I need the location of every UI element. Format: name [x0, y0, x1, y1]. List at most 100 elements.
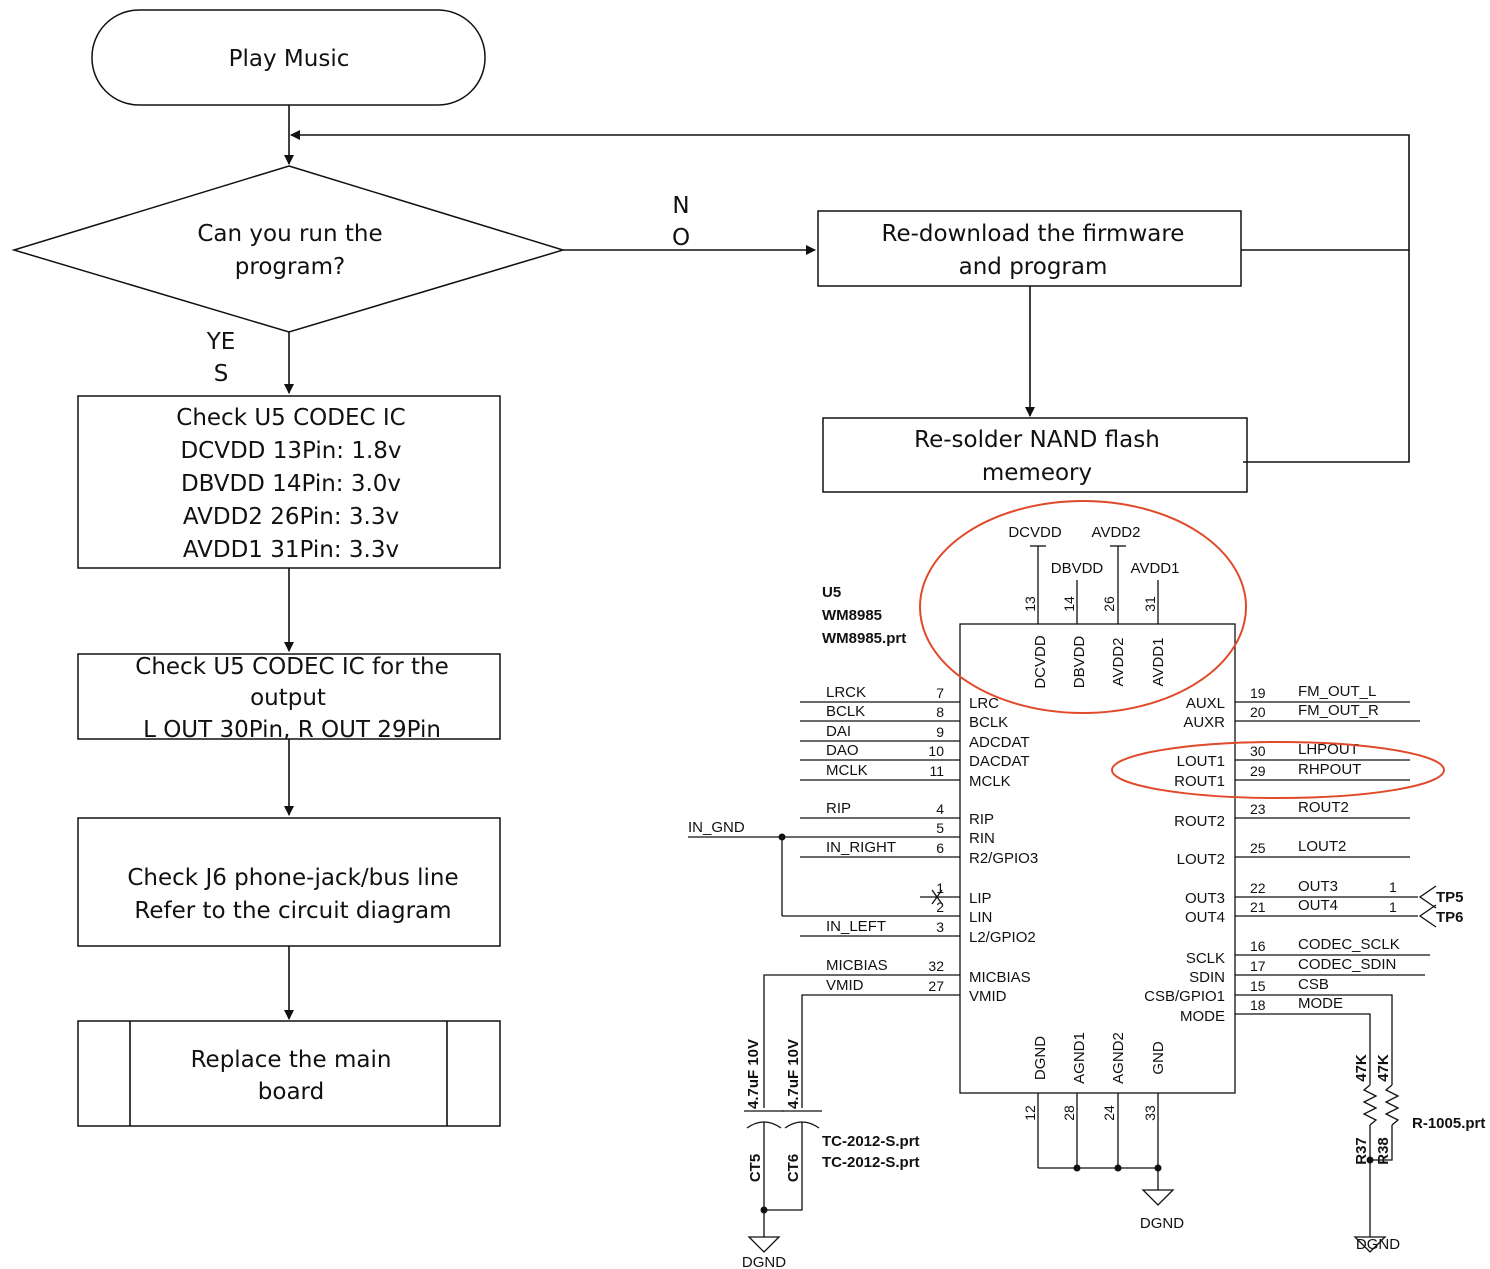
- pin-name-lrc: LRC: [969, 695, 999, 712]
- net-fm-out-l: FM_OUT_L: [1298, 683, 1376, 700]
- pin-name-adcdat: ADCDAT: [969, 734, 1030, 751]
- res-pkg: R-1005.prt: [1412, 1115, 1485, 1132]
- pin-name-csb-gpio1: CSB/GPIO1: [1144, 988, 1225, 1005]
- tp5-label: TP5: [1436, 889, 1464, 906]
- check-output-line-3: L OUT 30Pin, R OUT 29Pin: [143, 717, 441, 743]
- res-value-r37: 47K: [1353, 1054, 1370, 1082]
- pin-num-22: 22: [1250, 880, 1266, 896]
- pin-name-dcvdd: DCVDD: [1032, 635, 1049, 689]
- no-label-1: N: [672, 193, 689, 219]
- pin-name-rout1: ROUT1: [1174, 773, 1225, 790]
- capacitors: 4.7uF 10V 4.7uF 10V CT5 CT6 TC-2012-S.pr…: [742, 974, 960, 1269]
- pin-name-agnd2: AGND2: [1110, 1032, 1127, 1084]
- resolder-line-1: Re-solder NAND flash: [914, 427, 1160, 453]
- pin-name-out3: OUT3: [1185, 890, 1225, 907]
- pin-num-29: 29: [1250, 763, 1266, 779]
- bottom-pins: DGND DGND AGND1 AGND2 GND 12 28 24 33: [1022, 1032, 1184, 1232]
- net-mode: MODE: [1298, 995, 1343, 1012]
- pin-num-33: 33: [1142, 1105, 1158, 1121]
- pin-name-auxl: AUXL: [1186, 695, 1225, 712]
- pin-num-13: 13: [1022, 596, 1038, 612]
- tp6-pin-num: 1: [1389, 899, 1397, 915]
- pin-name-r2gpio3: R2/GPIO3: [969, 850, 1038, 867]
- flowchart: Play Music Can you run the program? N O …: [11, 9, 1410, 1127]
- net-in-left: IN_LEFT: [826, 918, 886, 935]
- highlight-power-pins: [919, 500, 1247, 714]
- right-pins: FM_OUT_L FM_OUT_R LHPOUT RHPOUT ROUT2 LO…: [1144, 683, 1464, 1085]
- cap-ref-ct5: CT5: [747, 1154, 764, 1182]
- net-codec-sclk: CODEC_SCLK: [1298, 936, 1400, 953]
- redownload-line-1: Re-download the firmware: [882, 221, 1185, 247]
- pin-num-27: 27: [928, 978, 944, 994]
- pin-num-11: 11: [929, 763, 944, 779]
- check-power-line-4: AVDD2 26Pin: 3.3v: [183, 504, 399, 530]
- pin-num-10: 10: [928, 743, 944, 759]
- cap-pkg-2: TC-2012-S.prt: [822, 1154, 920, 1171]
- tp6-label: TP6: [1436, 909, 1464, 926]
- pin-num-21: 21: [1250, 899, 1266, 915]
- tp5-pin-num: 1: [1389, 879, 1397, 895]
- yes-label-1: YE: [206, 329, 236, 355]
- left-pins: LRCK BCLK DAI DAO MCLK RIP IN_GND IN_RIG…: [688, 684, 1038, 1005]
- check-output-line-2: output: [250, 685, 326, 711]
- net-avdd2: AVDD2: [1092, 524, 1141, 541]
- res-ref-r38: R38: [1375, 1137, 1392, 1165]
- pin-num-8: 8: [936, 704, 944, 720]
- cap-value-ct5: 4.7uF 10V: [745, 1039, 762, 1109]
- pin-name-lout1: LOUT1: [1177, 753, 1225, 770]
- cap-value-ct6: 4.7uF 10V: [785, 1039, 802, 1109]
- net-lrck: LRCK: [826, 684, 866, 701]
- pin-num-15: 15: [1250, 978, 1266, 994]
- pin-num-30: 30: [1250, 743, 1266, 759]
- cap-pkg-1: TC-2012-S.prt: [822, 1133, 920, 1150]
- pin-name-dacdat: DACDAT: [969, 753, 1030, 770]
- pin-num-3: 3: [936, 919, 944, 935]
- pin-name-rin: RIN: [969, 830, 995, 847]
- pin-name-auxr: AUXR: [1183, 714, 1225, 731]
- pin-name-lout2: LOUT2: [1177, 851, 1225, 868]
- pin-name-avdd2: AVDD2: [1110, 638, 1127, 687]
- net-vmid: VMID: [826, 977, 864, 994]
- pin-num-32: 32: [928, 958, 944, 974]
- redownload-line-2: and program: [959, 254, 1108, 280]
- pin-num-9: 9: [936, 724, 944, 740]
- net-dai: DAI: [826, 723, 851, 740]
- pin-num-12: 12: [1022, 1105, 1038, 1121]
- top-pins: DCVDD DBVDD AVDD2 AVDD1 13 14 26 31 DCVD…: [1008, 524, 1179, 689]
- pin-num-17: 17: [1250, 958, 1266, 974]
- tp5-symbol: [1418, 885, 1437, 909]
- pin-name-out4: OUT4: [1185, 909, 1225, 926]
- check-power-line-1: Check U5 CODEC IC: [176, 405, 405, 431]
- pin-num-25: 25: [1250, 840, 1266, 856]
- pin-num-2: 2: [936, 899, 944, 915]
- check-jack-line-1: Check J6 phone-jack/bus line: [127, 865, 458, 891]
- net-dbvdd: DBVDD: [1051, 560, 1104, 577]
- pin-num-7: 7: [936, 685, 944, 701]
- ic-ref: U5: [822, 584, 841, 601]
- net-in-gnd: IN_GND: [688, 819, 745, 836]
- pin-name-gnd: GND: [1150, 1041, 1167, 1075]
- gnd-label-caps: DGND: [742, 1254, 786, 1269]
- redownload-box: [817, 210, 1242, 287]
- pin-num-31: 31: [1142, 596, 1158, 612]
- pin-num-20: 20: [1250, 704, 1266, 720]
- check-output-box: [77, 653, 501, 740]
- net-mclk: MCLK: [826, 762, 868, 779]
- net-out3: OUT3: [1298, 878, 1338, 895]
- gnd-label-bottom: DGND: [1140, 1215, 1184, 1232]
- net-lhpout: LHPOUT: [1298, 741, 1359, 758]
- resistors: 47K 47K R37 R38 R-1005.prt DGND: [1353, 1054, 1485, 1253]
- cap-ref-ct6: CT6: [785, 1154, 802, 1182]
- net-out4: OUT4: [1298, 897, 1338, 914]
- check-power-line-2: DCVDD 13Pin: 1.8v: [180, 438, 401, 464]
- pin-num-5: 5: [936, 820, 944, 836]
- ic-package: WM8985.prt: [822, 630, 906, 647]
- pin-name-bclk: BCLK: [969, 714, 1008, 731]
- pin-num-26: 26: [1101, 596, 1117, 612]
- check-power-line-5: AVDD1 31Pin: 3.3v: [183, 537, 399, 563]
- decision-line-2: program?: [235, 254, 345, 280]
- resolder-box: [822, 417, 1248, 493]
- net-codec-sdin: CODEC_SDIN: [1298, 956, 1396, 973]
- net-in-right: IN_RIGHT: [826, 839, 896, 856]
- check-output-line-1: Check U5 CODEC IC for the: [135, 654, 448, 680]
